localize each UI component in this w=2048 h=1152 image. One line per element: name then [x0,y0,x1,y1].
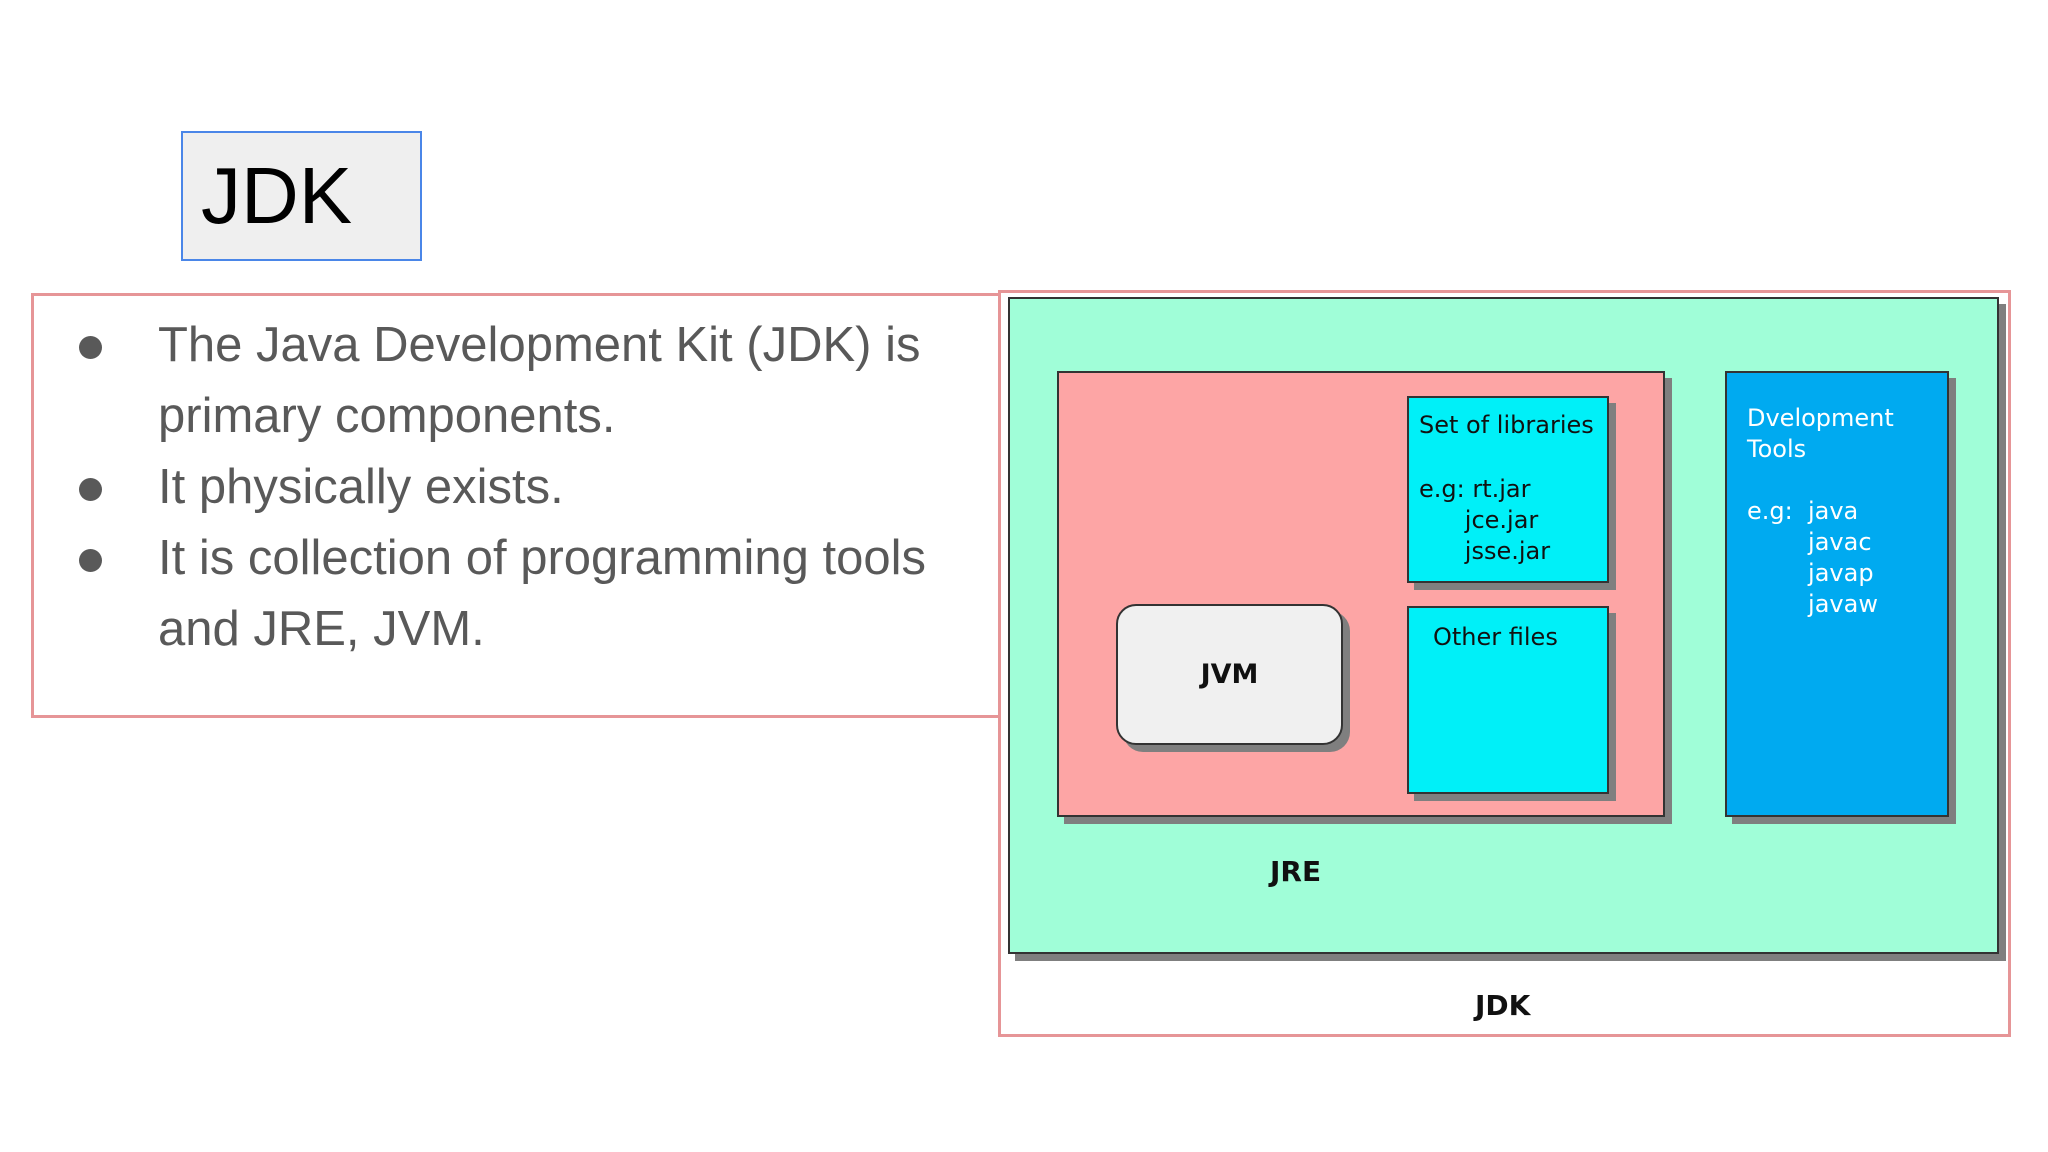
jdk-label: JDK [1475,989,1531,1022]
bullet-item: The Java Development Kit (JDK) is primar… [34,310,1004,452]
bullet-dot-icon [79,478,102,501]
other-files-label: Other files [1433,623,1558,651]
jre-label: JRE [1270,855,1322,888]
bullet-line: It physically exists. [158,460,564,514]
dev-tools-line: e.g: java [1747,497,1859,525]
slide-title: JDK [201,151,353,240]
dev-tools-box: Dvelopment Tools e.g: java javac javap j… [1725,371,1949,817]
libraries-box: Set of libraries e.g: rt.jar jce.jar jss… [1407,396,1609,583]
dev-tools-line: javaw [1747,590,1878,618]
libraries-title: Set of libraries [1419,411,1594,439]
bullet-line: primary components. [158,389,616,443]
dev-tools-title: Dvelopment [1747,404,1894,432]
libraries-line: jce.jar [1419,506,1539,534]
bullet-line: It is collection of programming tools [158,531,926,585]
other-files-box: Other files [1407,606,1609,794]
dev-tools-line: javac [1747,528,1872,556]
text-panel: The Java Development Kit (JDK) is primar… [31,293,1005,718]
bullet-item: It is collection of programming tools an… [34,523,1004,665]
bullet-list: The Java Development Kit (JDK) is primar… [34,310,1004,665]
dev-tools-line: javap [1747,559,1874,587]
bullet-item: It physically exists. [34,452,1004,523]
libraries-line: jsse.jar [1419,537,1551,565]
bullet-line: The Java Development Kit (JDK) is [158,318,921,372]
dev-tools-title: Tools [1747,435,1807,463]
title-box: JDK [181,131,422,261]
bullet-line: and JRE, JVM. [158,602,485,656]
bullet-dot-icon [79,549,102,572]
libraries-line: e.g: rt.jar [1419,475,1531,503]
bullet-dot-icon [79,336,102,359]
jvm-box: JVM [1116,604,1343,745]
jvm-label: JVM [1200,659,1259,690]
